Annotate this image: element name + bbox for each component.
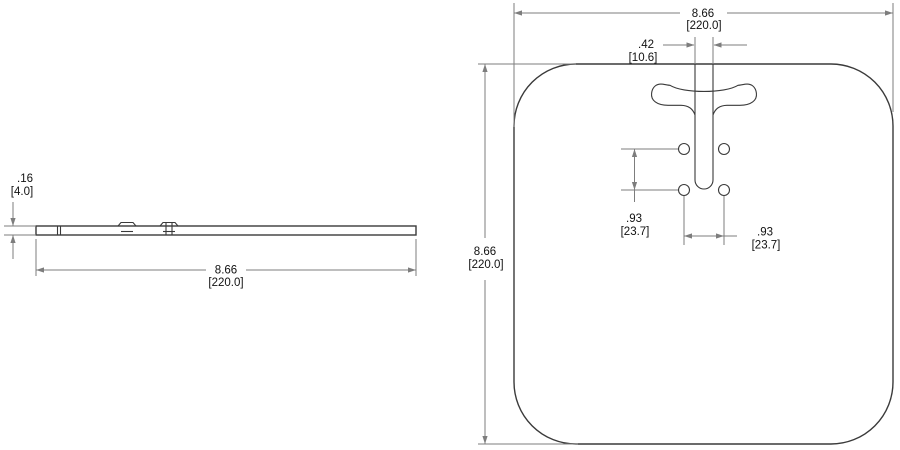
front-height-label-mm: [220.0] xyxy=(468,259,503,271)
hole-pitch-horizontal-label-in: .93 xyxy=(757,227,773,239)
arrowhead-right xyxy=(408,267,416,273)
keyhole-slot xyxy=(651,64,757,190)
slot-crossbar xyxy=(651,83,757,116)
front-width-dimension: 8.66 [220.0] xyxy=(513,3,894,127)
mounting-holes xyxy=(677,142,731,197)
arrowhead-right xyxy=(885,10,893,16)
front-width-label-mm: [220.0] xyxy=(686,20,721,32)
hole-pitch-horizontal-dimension: .93 [23.7] xyxy=(683,196,781,252)
arrowhead-right xyxy=(686,42,695,48)
slot-width-dimension: .42 [10.6] xyxy=(629,37,747,64)
countersink-profile xyxy=(159,221,179,235)
hole-bottom-left xyxy=(677,183,691,197)
arrowhead-left xyxy=(514,10,522,16)
side-plate-outline xyxy=(35,221,417,236)
hole-top-right xyxy=(717,142,731,156)
side-width-label-mm: [220.0] xyxy=(208,277,243,289)
arrowhead-up xyxy=(631,149,638,157)
hole-top-left xyxy=(677,142,691,156)
hole-bottom-right xyxy=(717,183,731,197)
arrowhead-down xyxy=(631,182,638,190)
arrowhead-up xyxy=(482,64,488,72)
front-width-label-in: 8.66 xyxy=(692,8,714,20)
arrowhead-down xyxy=(10,218,16,226)
side-width-label-in: 8.66 xyxy=(215,265,237,277)
slot-width-label-mm: [10.6] xyxy=(629,52,658,64)
arrowhead-left xyxy=(713,42,722,48)
hole-pitch-vertical-dimension: .93 [23.7] xyxy=(621,148,678,238)
arrowhead-left xyxy=(36,267,44,273)
front-height-dimension: 8.66 [220.0] xyxy=(468,63,578,445)
front-plate-outline xyxy=(513,63,894,445)
side-thickness-label-in: .16 xyxy=(17,173,33,185)
slot-width-label-in: .42 xyxy=(638,39,654,51)
hole-pitch-horizontal-label-mm: [23.7] xyxy=(752,240,781,252)
arrowhead-up xyxy=(10,235,16,243)
side-thickness-label-mm: [4.0] xyxy=(11,186,33,198)
hole-pitch-vertical-label-mm: [23.7] xyxy=(621,226,650,238)
side-thickness-dimension: .16 [4.0] xyxy=(4,173,36,259)
hole-pitch-vertical-label-in: .93 xyxy=(626,213,642,225)
side-view: .16 [4.0] 8.66 [220.0] xyxy=(4,173,417,289)
arrowhead-down xyxy=(482,436,488,444)
front-height-label-in: 8.66 xyxy=(474,246,496,258)
side-width-dimension: 8.66 [220.0] xyxy=(35,239,417,289)
countersink-profile xyxy=(117,221,137,233)
front-view: 8.66 [220.0] 8.66 [220.0] .42 [10.6] xyxy=(468,3,894,445)
arrowhead-left xyxy=(684,233,692,239)
arrowhead-right xyxy=(716,233,724,239)
slot-stem-bottom xyxy=(694,179,714,190)
